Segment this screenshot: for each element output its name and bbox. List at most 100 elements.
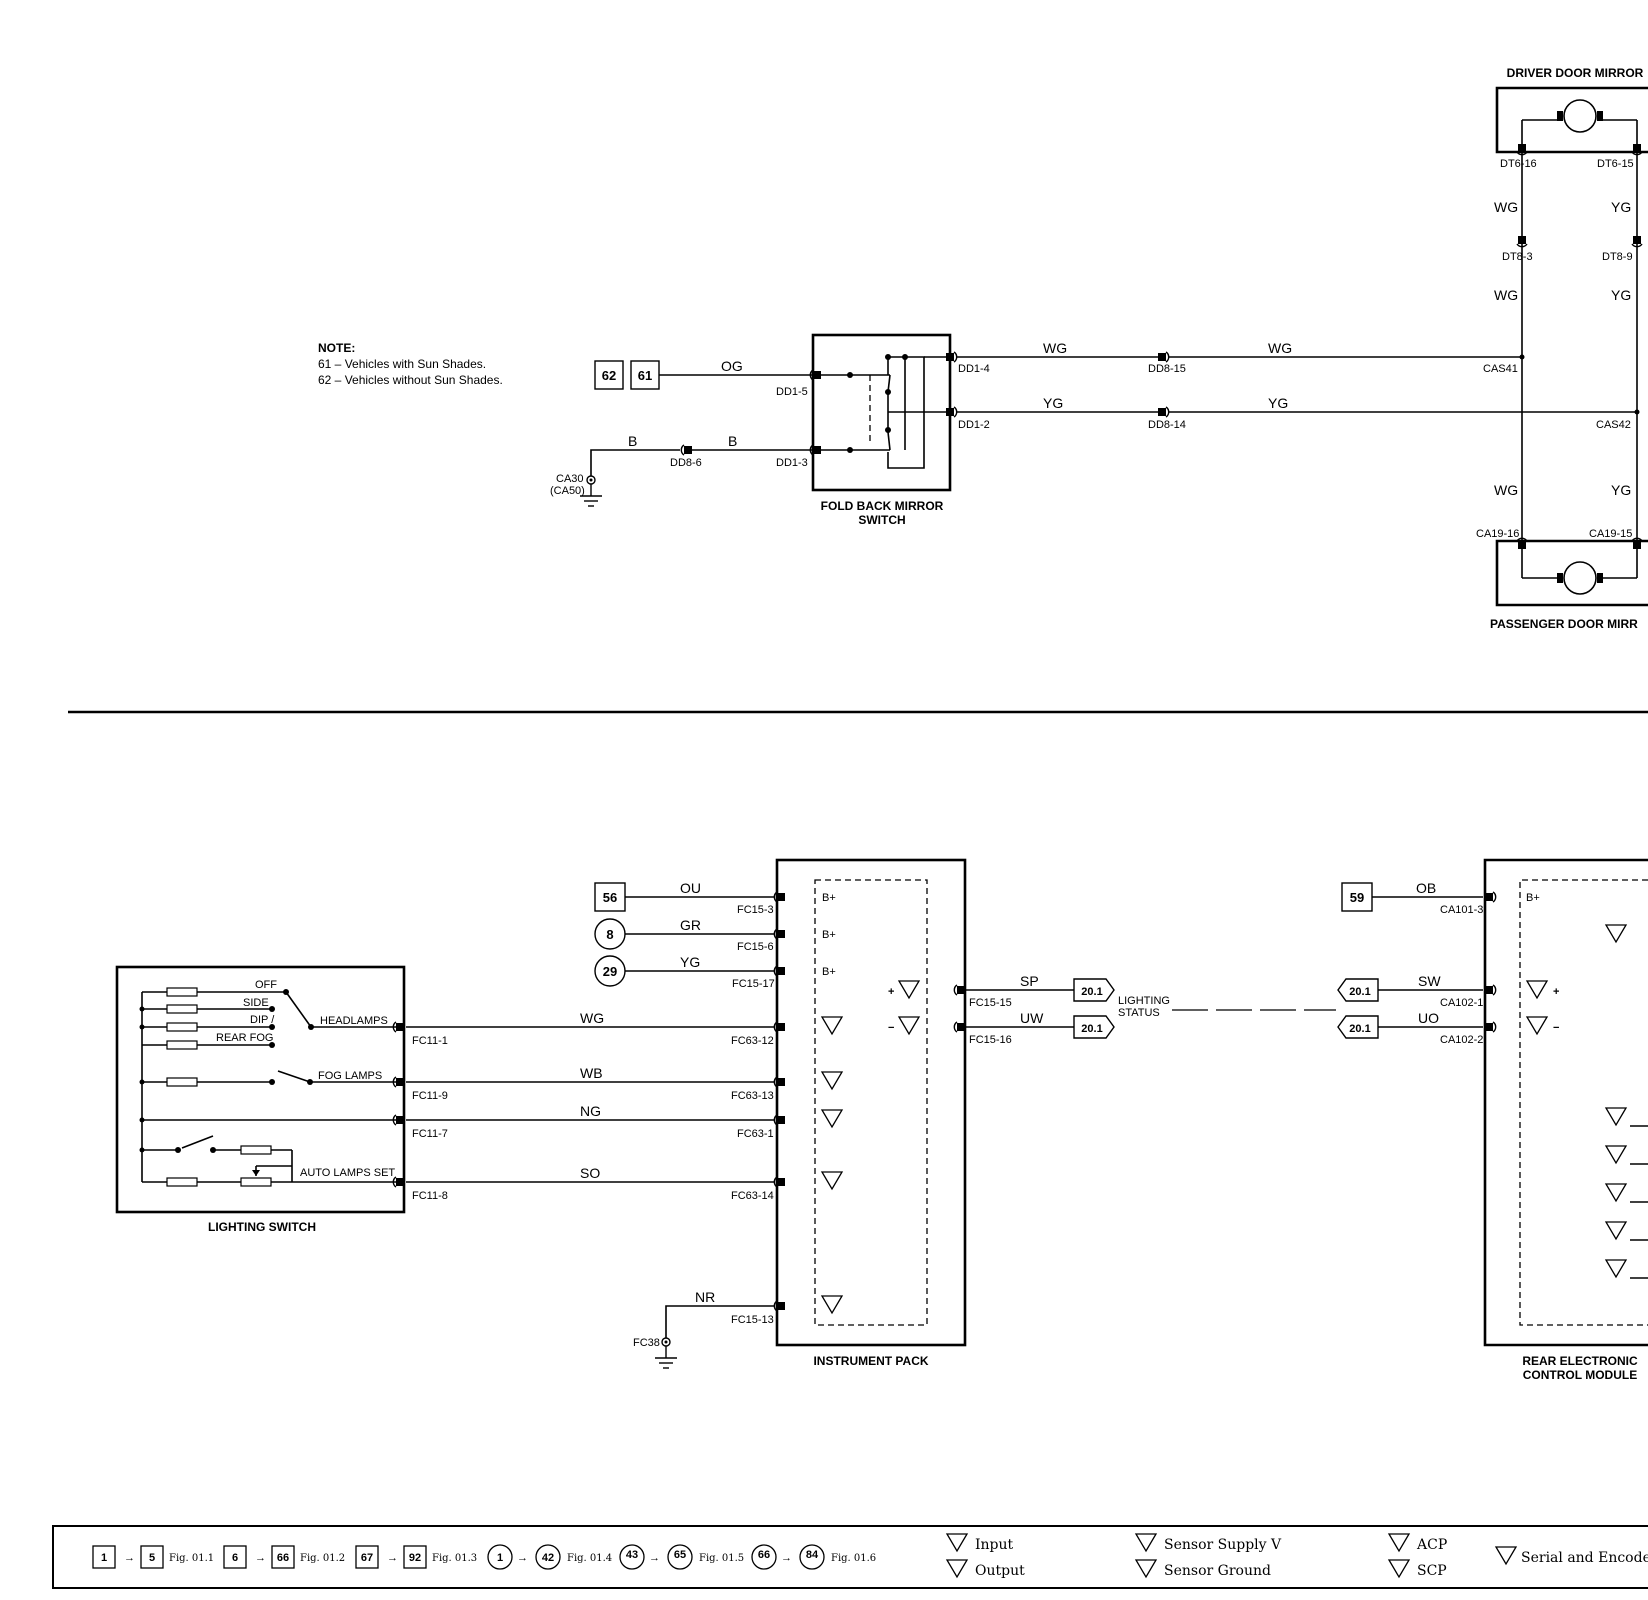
mirror-motor-icon [1563, 561, 1597, 595]
wire-label: NR [695, 1289, 715, 1305]
wire-label: OU [680, 880, 701, 896]
connector-label: CA102-1 [1440, 997, 1483, 1009]
connector-label: FC15-6 [737, 941, 774, 953]
acp-icon [1388, 1533, 1410, 1552]
svg-text:→: → [649, 1552, 660, 1564]
wire-label: WG [1494, 482, 1518, 498]
wire-label: YG [1268, 395, 1288, 411]
legend-sensor-ground: Sensor Ground [1164, 1563, 1271, 1579]
switch-label: AUTO LAMPS SET [300, 1167, 395, 1179]
wire-label: NG [580, 1103, 601, 1119]
scp-minus-icon [1526, 1016, 1548, 1035]
pin-label: B+ [822, 892, 836, 904]
connector-label: FC11-8 [412, 1190, 448, 1202]
legend-serial: Serial and Encoded [1521, 1550, 1648, 1566]
offpage-connector-label: 20.1 [1081, 1023, 1102, 1035]
component-title: CONTROL MODULE [1523, 1368, 1637, 1382]
offpage-connector [1337, 978, 1379, 1002]
lighting-section: OFF SIDE DIP / REAR FOG HEADLAMPS FOG LA… [115, 858, 1648, 1382]
legend-ref: 1 [497, 1552, 503, 1564]
wire-label: YG [680, 954, 700, 970]
wire-label: UW [1020, 1010, 1044, 1026]
lighting-switch: OFF SIDE DIP / REAR FOG HEADLAMPS FOG LA… [115, 965, 406, 1234]
connector-label: FC15-15 [969, 997, 1012, 1009]
connector-label: CA30 [556, 473, 584, 485]
wire-label: OG [721, 358, 743, 374]
ref-circle-label: 29 [603, 964, 617, 979]
note: NOTE: 61 – Vehicles with Sun Shades. 62 … [318, 341, 503, 387]
offpage-connector-label: 20.1 [1349, 1023, 1370, 1035]
legend-ref: 66 [758, 1549, 770, 1561]
output-icon [1605, 924, 1627, 943]
connector-label: FC11-7 [412, 1128, 448, 1140]
output-icon [946, 1559, 968, 1578]
connector-label: DT6-15 [1597, 158, 1634, 170]
connector-label: DT6-16 [1500, 158, 1537, 170]
sensor-ground-icon [1135, 1559, 1157, 1578]
wire-label: SP [1020, 973, 1039, 989]
ground-icon [654, 1345, 678, 1369]
input-icon [1605, 1107, 1627, 1126]
legend-ref: 1 [101, 1552, 107, 1564]
ref-box [594, 882, 626, 912]
legend-acp: ACP [1416, 1537, 1447, 1553]
connector-label: FC15-16 [969, 1034, 1012, 1046]
connector-label: DD1-3 [776, 457, 808, 469]
component-title: LIGHTING SWITCH [208, 1220, 316, 1234]
note-title: NOTE: [318, 341, 355, 355]
offpage-connector-label: 20.1 [1081, 986, 1102, 998]
lighting-status-label: STATUS [1118, 1007, 1160, 1019]
connector-label: FC11-9 [412, 1090, 448, 1102]
component-title: INSTRUMENT PACK [813, 1354, 928, 1368]
svg-text:−: − [1553, 1022, 1559, 1034]
wire-label: SO [580, 1165, 600, 1181]
note-line: 62 – Vehicles without Sun Shades. [318, 373, 503, 387]
wire-label: UO [1418, 1010, 1439, 1026]
connector-label: FC63-1 [737, 1128, 774, 1140]
connector-label: CAS42 [1596, 419, 1631, 431]
ref-box-label: 62 [602, 368, 616, 383]
legend-scp: SCP [1417, 1563, 1447, 1579]
sensor-supply-icon [1135, 1533, 1157, 1552]
svg-text:→: → [255, 1552, 266, 1564]
wire-label: WG [1494, 287, 1518, 303]
svg-text:−: − [888, 1022, 894, 1034]
wire-label: GR [680, 917, 701, 933]
ref-box [630, 360, 660, 390]
connector-label: CA19-16 [1476, 528, 1519, 540]
scp-icon [1388, 1559, 1410, 1578]
note-line: 61 – Vehicles with Sun Shades. [318, 357, 486, 371]
input-icon [1605, 1183, 1627, 1202]
connector-label: (CA50) [550, 485, 585, 497]
ref-circle-label: 8 [606, 927, 613, 942]
connector-label: DD8-14 [1148, 419, 1186, 431]
legend-fig: Fig. 01.3 [432, 1553, 477, 1564]
fold-back-mirror-switch: FOLD BACK MIRROR SWITCH [811, 333, 952, 527]
legend-fig: Fig. 01.6 [831, 1553, 876, 1564]
component-title: FOLD BACK MIRROR [821, 499, 944, 513]
connector-label: CA102-2 [1440, 1034, 1483, 1046]
svg-text:→: → [387, 1552, 398, 1564]
switch-label: OFF [255, 979, 277, 991]
ref-box-label: 59 [1350, 890, 1364, 905]
svg-text:+: + [888, 986, 894, 998]
legend-ref: 43 [626, 1549, 638, 1561]
input-icon [1605, 1259, 1627, 1278]
passenger-door-mirror-title: PASSENGER DOOR MIRR [1490, 617, 1638, 631]
svg-text:+: + [1553, 986, 1559, 998]
legend-ref: 6 [232, 1552, 238, 1564]
wire-label: WG [580, 1010, 604, 1026]
connector-label: FC63-12 [731, 1035, 774, 1047]
switch-label: SIDE [243, 997, 269, 1009]
connector-label: DT8-9 [1602, 251, 1633, 263]
ref-box [594, 360, 624, 390]
connector-label: FC15-3 [737, 904, 774, 916]
input-icon [1605, 1221, 1627, 1240]
legend-fig: Fig. 01.5 [699, 1553, 744, 1564]
offpage-connector [1337, 1015, 1379, 1039]
wire-label: B [628, 433, 637, 449]
component-title: REAR ELECTRONIC [1522, 1354, 1638, 1368]
scp-plus-icon [898, 980, 920, 999]
wire-label: YG [1611, 482, 1631, 498]
legend-ref: 84 [806, 1549, 819, 1561]
